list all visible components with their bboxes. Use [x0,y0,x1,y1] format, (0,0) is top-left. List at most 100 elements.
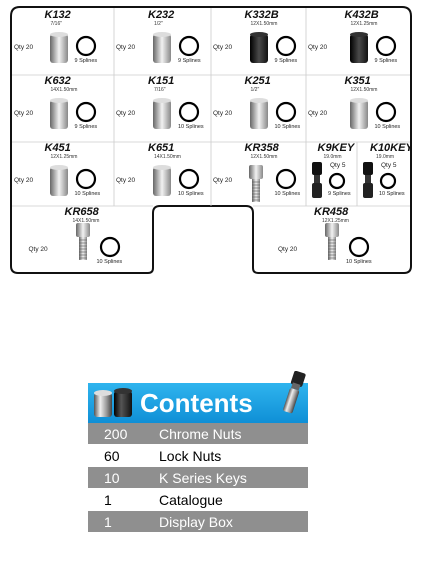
quantity-label: Qty 5 [381,162,397,169]
part-code: K10KEY [370,142,411,154]
chrome-nut-image [348,97,370,136]
quantity-label: Qty 20 [213,177,233,184]
quantity-label: Qty 20 [308,44,328,51]
contents-banner: Contents [88,371,308,423]
contents-table: Contents 200 Chrome Nuts 60 Lock Nuts 10 K Se… [88,371,308,533]
splines-label: 10 Splines [274,124,301,130]
part-code: K451 [44,142,71,154]
splines-label: 9 Splines [74,124,98,130]
part-code: K232 [148,9,175,21]
contents-item: Catalogue [159,492,223,508]
splines-label: 10 Splines [379,191,405,197]
part-code: KR658 [64,206,99,218]
contents-item: K Series Keys [159,470,247,486]
lock-bolt-image [75,222,91,267]
quantity-label: Qty 20 [14,44,34,51]
part-code: K632 [44,75,71,87]
part-code: K651 [148,142,175,154]
splines-label: 9 Splines [328,191,351,197]
part-size: 12X1.25mm [322,218,349,224]
part-code: K151 [148,75,175,87]
quantity-label: Qty 20 [213,110,233,117]
splines-label: 9 Splines [178,58,201,64]
quantity-label: Qty 20 [116,177,136,184]
chrome-nut-image [151,97,173,136]
contents-row: 60 Lock Nuts [88,445,308,466]
key-icon [283,371,306,414]
key-image [309,161,325,204]
tray-outline [10,6,412,274]
contents-row: 10 K Series Keys [88,467,308,488]
splines-label: 10 Splines [274,191,301,197]
part-size: 14X1.50mm [50,87,78,93]
splines-label: 10 Splines [96,259,123,265]
black-nut-image [248,31,270,70]
contents-row: 200 Chrome Nuts [88,423,308,444]
part-size: 19.0mm [323,154,342,160]
contents-qty: 1 [104,492,112,508]
part-code: K132 [44,9,71,21]
quantity-label: Qty 5 [330,162,346,169]
splines-label: 10 Splines [178,124,204,130]
quantity-label: Qty 20 [278,246,298,253]
lock-nuts-icon [94,388,132,417]
quantity-label: Qty 20 [14,110,34,117]
part-size: 12X1.25mm [350,21,378,27]
splines-label: 10 Splines [374,124,401,130]
spline-ring-icon [328,172,346,195]
chrome-nut-image [48,97,70,136]
contents-qty: 60 [104,448,120,464]
part-size: 12X1.50mm [250,21,278,27]
splines-label: 10 Splines [74,191,101,197]
contents-qty: 200 [104,426,128,442]
part-size: 7/16" [50,21,63,27]
contents-qty: 10 [104,470,120,486]
quantity-label: Qty 20 [116,110,136,117]
part-size: 19.0mm [376,154,395,160]
chrome-nut-image [48,31,70,70]
contents-title: Contents [140,388,253,418]
part-code: K332B [244,9,279,21]
quantity-label: Qty 20 [28,246,48,253]
part-code: K351 [344,75,371,87]
contents-item: Display Box [159,514,233,530]
spline-ring-icon [275,35,297,62]
spline-ring-icon [375,35,397,62]
quantity-label: Qty 20 [308,110,328,117]
spline-ring-icon [275,168,297,195]
part-size: 12X1.25mm [50,154,78,160]
spline-ring-icon [379,172,397,195]
spline-ring-icon [348,236,370,263]
key-image [360,161,376,204]
contents-item: Chrome Nuts [159,426,242,442]
black-nut-image [348,31,370,70]
spline-ring-icon [178,168,200,195]
spline-ring-icon [275,101,297,128]
lock-bolt-image [324,222,340,267]
contents-row: 1 Display Box [88,511,308,532]
chrome-nut-image [48,164,70,203]
spline-ring-icon [75,35,97,62]
part-code: K432B [344,9,379,21]
part-size: 12X1.50mm [250,154,278,160]
splines-label: 9 Splines [74,58,98,64]
lock-bolt-image [248,164,264,206]
contents-item: Lock Nuts [159,448,222,464]
spline-ring-icon [75,168,97,195]
part-size: 14X1.50mm [72,218,100,224]
part-code: K251 [244,75,271,87]
contents-qty: 1 [104,514,112,530]
spline-ring-icon [75,101,97,128]
part-size: 14X1.50mm [154,154,181,160]
